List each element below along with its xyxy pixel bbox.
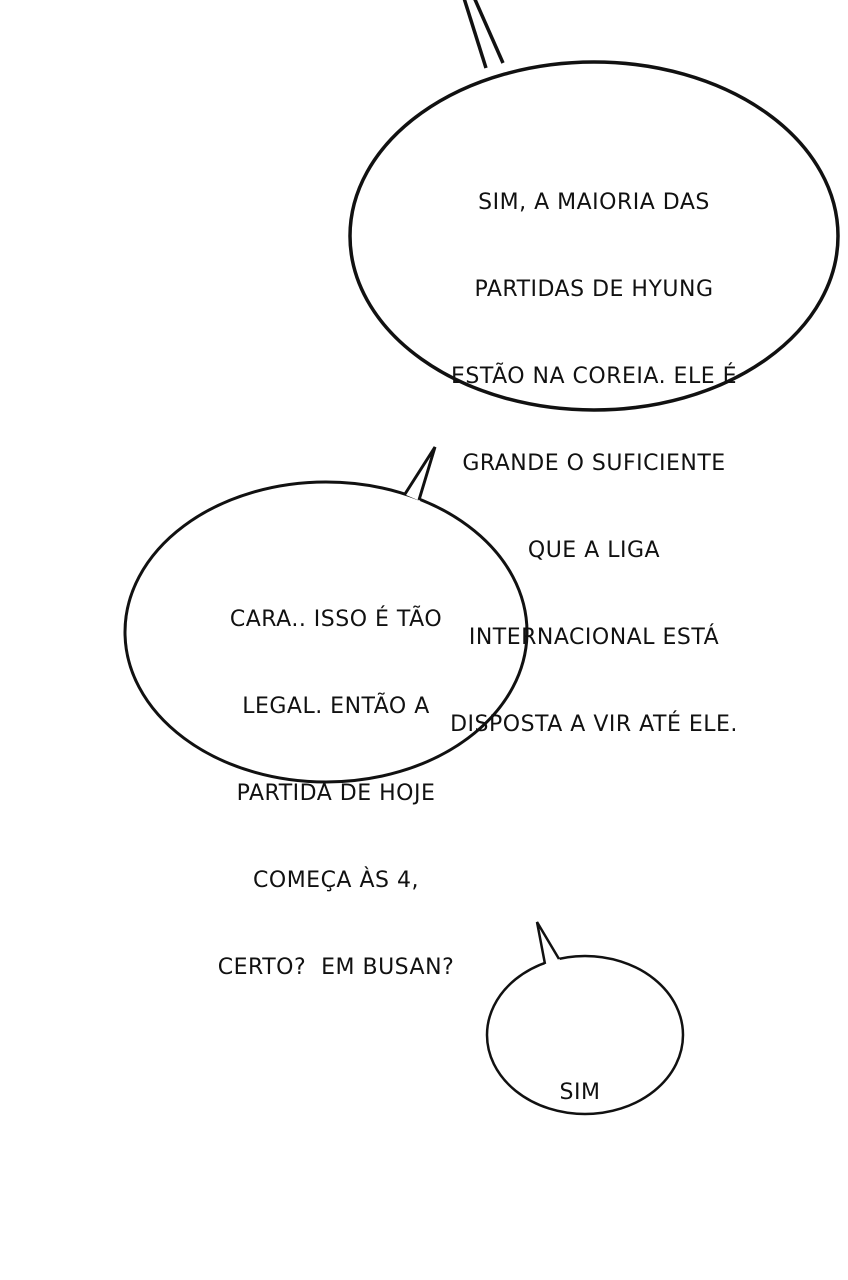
speech-bubble-3: [485, 921, 685, 1116]
bubble-3-text: SIM: [520, 1020, 640, 1165]
bubble-2-line: CARA.. ISSO É TÃO: [229, 607, 443, 632]
bubble-1-line: QUE A LIGA: [527, 538, 661, 563]
speech-bubble-2: [123, 446, 529, 784]
bubble-1-text: SIM, A MAIORIA DAS PARTIDAS DE HYUNG EST…: [394, 130, 794, 797]
bubble-1-line: ESTÃO NA COREIA. ELE É: [450, 364, 738, 389]
bubble-2-line: LEGAL. ENTÃO A: [242, 694, 430, 719]
bubble-2-text: CARA.. ISSO É TÃO LEGAL. ENTÃO A PARTIDA…: [176, 547, 496, 1040]
bubble-3-line: SIM: [559, 1080, 601, 1105]
speech-bubble-1: [348, 0, 840, 412]
bubble-1-line: SIM, A MAIORIA DAS: [478, 190, 710, 215]
bubble-2-line: CERTO? EM BUSAN?: [217, 955, 455, 980]
bubble-1-line: PARTIDAS DE HYUNG: [474, 277, 714, 302]
bubble-2-line: COMEÇA ÀS 4,: [253, 868, 419, 893]
bubble-1-line: DISPOSTA A VIR ATÉ ELE.: [450, 712, 738, 737]
bubble-2-line: PARTIDA DE HOJE: [236, 781, 436, 806]
bubble-1-line: INTERNACIONAL ESTÁ: [468, 625, 720, 650]
bubble-1-line: GRANDE O SUFICIENTE: [462, 451, 726, 476]
